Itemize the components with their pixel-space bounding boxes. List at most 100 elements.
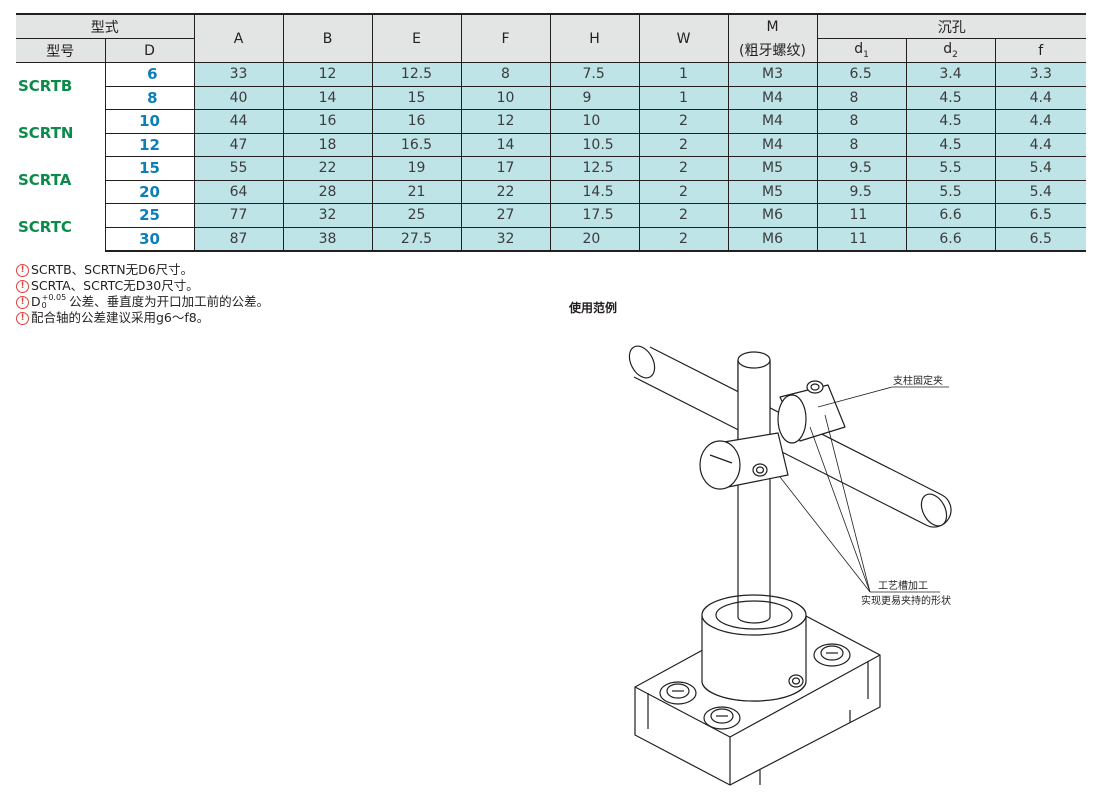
a-cell: 55	[193, 156, 283, 181]
header-a: A	[193, 13, 283, 63]
d1-cell: 11	[816, 227, 906, 252]
note-3: ! D +0.05 0 公差、垂直度为开口加工前的公差。	[16, 294, 269, 310]
note-2-text: SCRTA、SCRTC无D30尺寸。	[31, 278, 199, 293]
w-cell: 2	[638, 109, 728, 134]
warning-circle-icon: !	[16, 296, 29, 309]
tolerance: +0.05 0	[42, 294, 67, 310]
h-cell: 20	[549, 227, 639, 252]
m-cell: M5	[727, 180, 817, 204]
d-cell: 25	[104, 203, 194, 228]
note-4: ! 配合轴的公差建议采用g6～f8。	[16, 310, 269, 326]
a-cell: 33	[193, 62, 283, 87]
f2-cell: 4.4	[994, 109, 1086, 134]
callout-clamp-text: 支柱固定夹	[893, 374, 943, 387]
w-cell: 1	[638, 86, 728, 110]
model-cell: SCRTA	[16, 156, 105, 204]
tolerance-lower: 0	[41, 301, 47, 310]
notes: ! SCRTB、SCRTN无D6尺寸。 ! SCRTA、SCRTC无D30尺寸。…	[16, 262, 269, 326]
d-cell: 8	[104, 86, 194, 110]
d2-cell: 4.5	[905, 109, 995, 134]
note-3-text: 公差、垂直度为开口加工前的公差。	[69, 294, 270, 309]
f2-cell: 6.5	[994, 227, 1086, 252]
bolt-left	[659, 681, 697, 705]
header-f2: f	[994, 38, 1086, 63]
d2-cell: 4.5	[905, 133, 995, 157]
f2-cell: 4.4	[994, 133, 1086, 157]
w-cell: 1	[638, 62, 728, 87]
b-cell: 18	[282, 133, 372, 157]
d1-cell: 8	[816, 109, 906, 134]
f2-cell: 6.5	[994, 203, 1086, 228]
e-cell: 15	[371, 86, 461, 110]
b-cell: 38	[282, 227, 372, 252]
d-cell: 10	[104, 109, 194, 134]
e-cell: 19	[371, 156, 461, 181]
f-cell: 8	[460, 62, 550, 87]
tolerance-upper: +0.05	[41, 293, 67, 302]
f2-cell: 3.3	[994, 62, 1086, 87]
w-cell: 2	[638, 180, 728, 204]
w-cell: 2	[638, 203, 728, 228]
b-cell: 22	[282, 156, 372, 181]
d1-cell: 9.5	[816, 156, 906, 181]
note-3-prefix: D	[31, 294, 41, 309]
d2-cell: 3.4	[905, 62, 995, 87]
h-cell: 17.5	[549, 203, 639, 228]
d-cell: 6	[104, 62, 194, 87]
b-cell: 12	[282, 62, 372, 87]
e-cell: 16.5	[371, 133, 461, 157]
header-m-sub: (粗牙螺纹)	[727, 38, 817, 63]
d1-cell: 8	[816, 133, 906, 157]
header-m: M	[727, 13, 817, 39]
d2-cell: 5.5	[905, 180, 995, 204]
note-2: ! SCRTA、SCRTC无D30尺寸。	[16, 278, 269, 294]
d1-cell: 8	[816, 86, 906, 110]
e-cell: 25	[371, 203, 461, 228]
usage-title: 使用范例	[569, 301, 618, 315]
e-cell: 12.5	[371, 62, 461, 87]
callout-groove-text-1: 工艺槽加工	[878, 579, 928, 592]
header-h: H	[549, 13, 639, 63]
bolt-front	[703, 706, 741, 730]
f-cell: 12	[460, 109, 550, 134]
a-cell: 77	[193, 203, 283, 228]
f-cell: 17	[460, 156, 550, 181]
b-cell: 16	[282, 109, 372, 134]
h-cell: 9	[549, 86, 639, 110]
m-cell: M4	[727, 109, 817, 134]
h-cell: 10	[549, 109, 639, 134]
d2-cell: 4.5	[905, 86, 995, 110]
f-cell: 27	[460, 203, 550, 228]
w-cell: 2	[638, 156, 728, 181]
bolt-right	[813, 643, 851, 667]
f-cell: 22	[460, 180, 550, 204]
header-type-group: 型式	[16, 13, 194, 39]
m-cell: M4	[727, 133, 817, 157]
f2-cell: 5.4	[994, 180, 1086, 204]
note-4-text: 配合轴的公差建议采用g6～f8。	[31, 310, 210, 325]
a-cell: 87	[193, 227, 283, 252]
warning-circle-icon: !	[16, 264, 29, 277]
e-cell: 27.5	[371, 227, 461, 252]
h-cell: 14.5	[549, 180, 639, 204]
d1-cell: 9.5	[816, 180, 906, 204]
model-cell: SCRTC	[16, 203, 105, 251]
callout-groove: 工艺槽加工 实现更易夹持的形状	[779, 414, 951, 607]
h-cell: 10.5	[549, 133, 639, 157]
f-cell: 10	[460, 86, 550, 110]
header-d: D	[104, 38, 194, 63]
m-cell: M5	[727, 156, 817, 181]
a-cell: 40	[193, 86, 283, 110]
header-counterbore-group: 沉孔	[816, 13, 1086, 39]
h-cell: 12.5	[549, 156, 639, 181]
header-w: W	[638, 13, 728, 63]
note-1: ! SCRTB、SCRTN无D6尺寸。	[16, 262, 269, 278]
m-cell: M4	[727, 86, 817, 110]
header-b: B	[282, 13, 372, 63]
warning-circle-icon: !	[16, 280, 29, 293]
note-1-text: SCRTB、SCRTN无D6尺寸。	[31, 262, 194, 277]
